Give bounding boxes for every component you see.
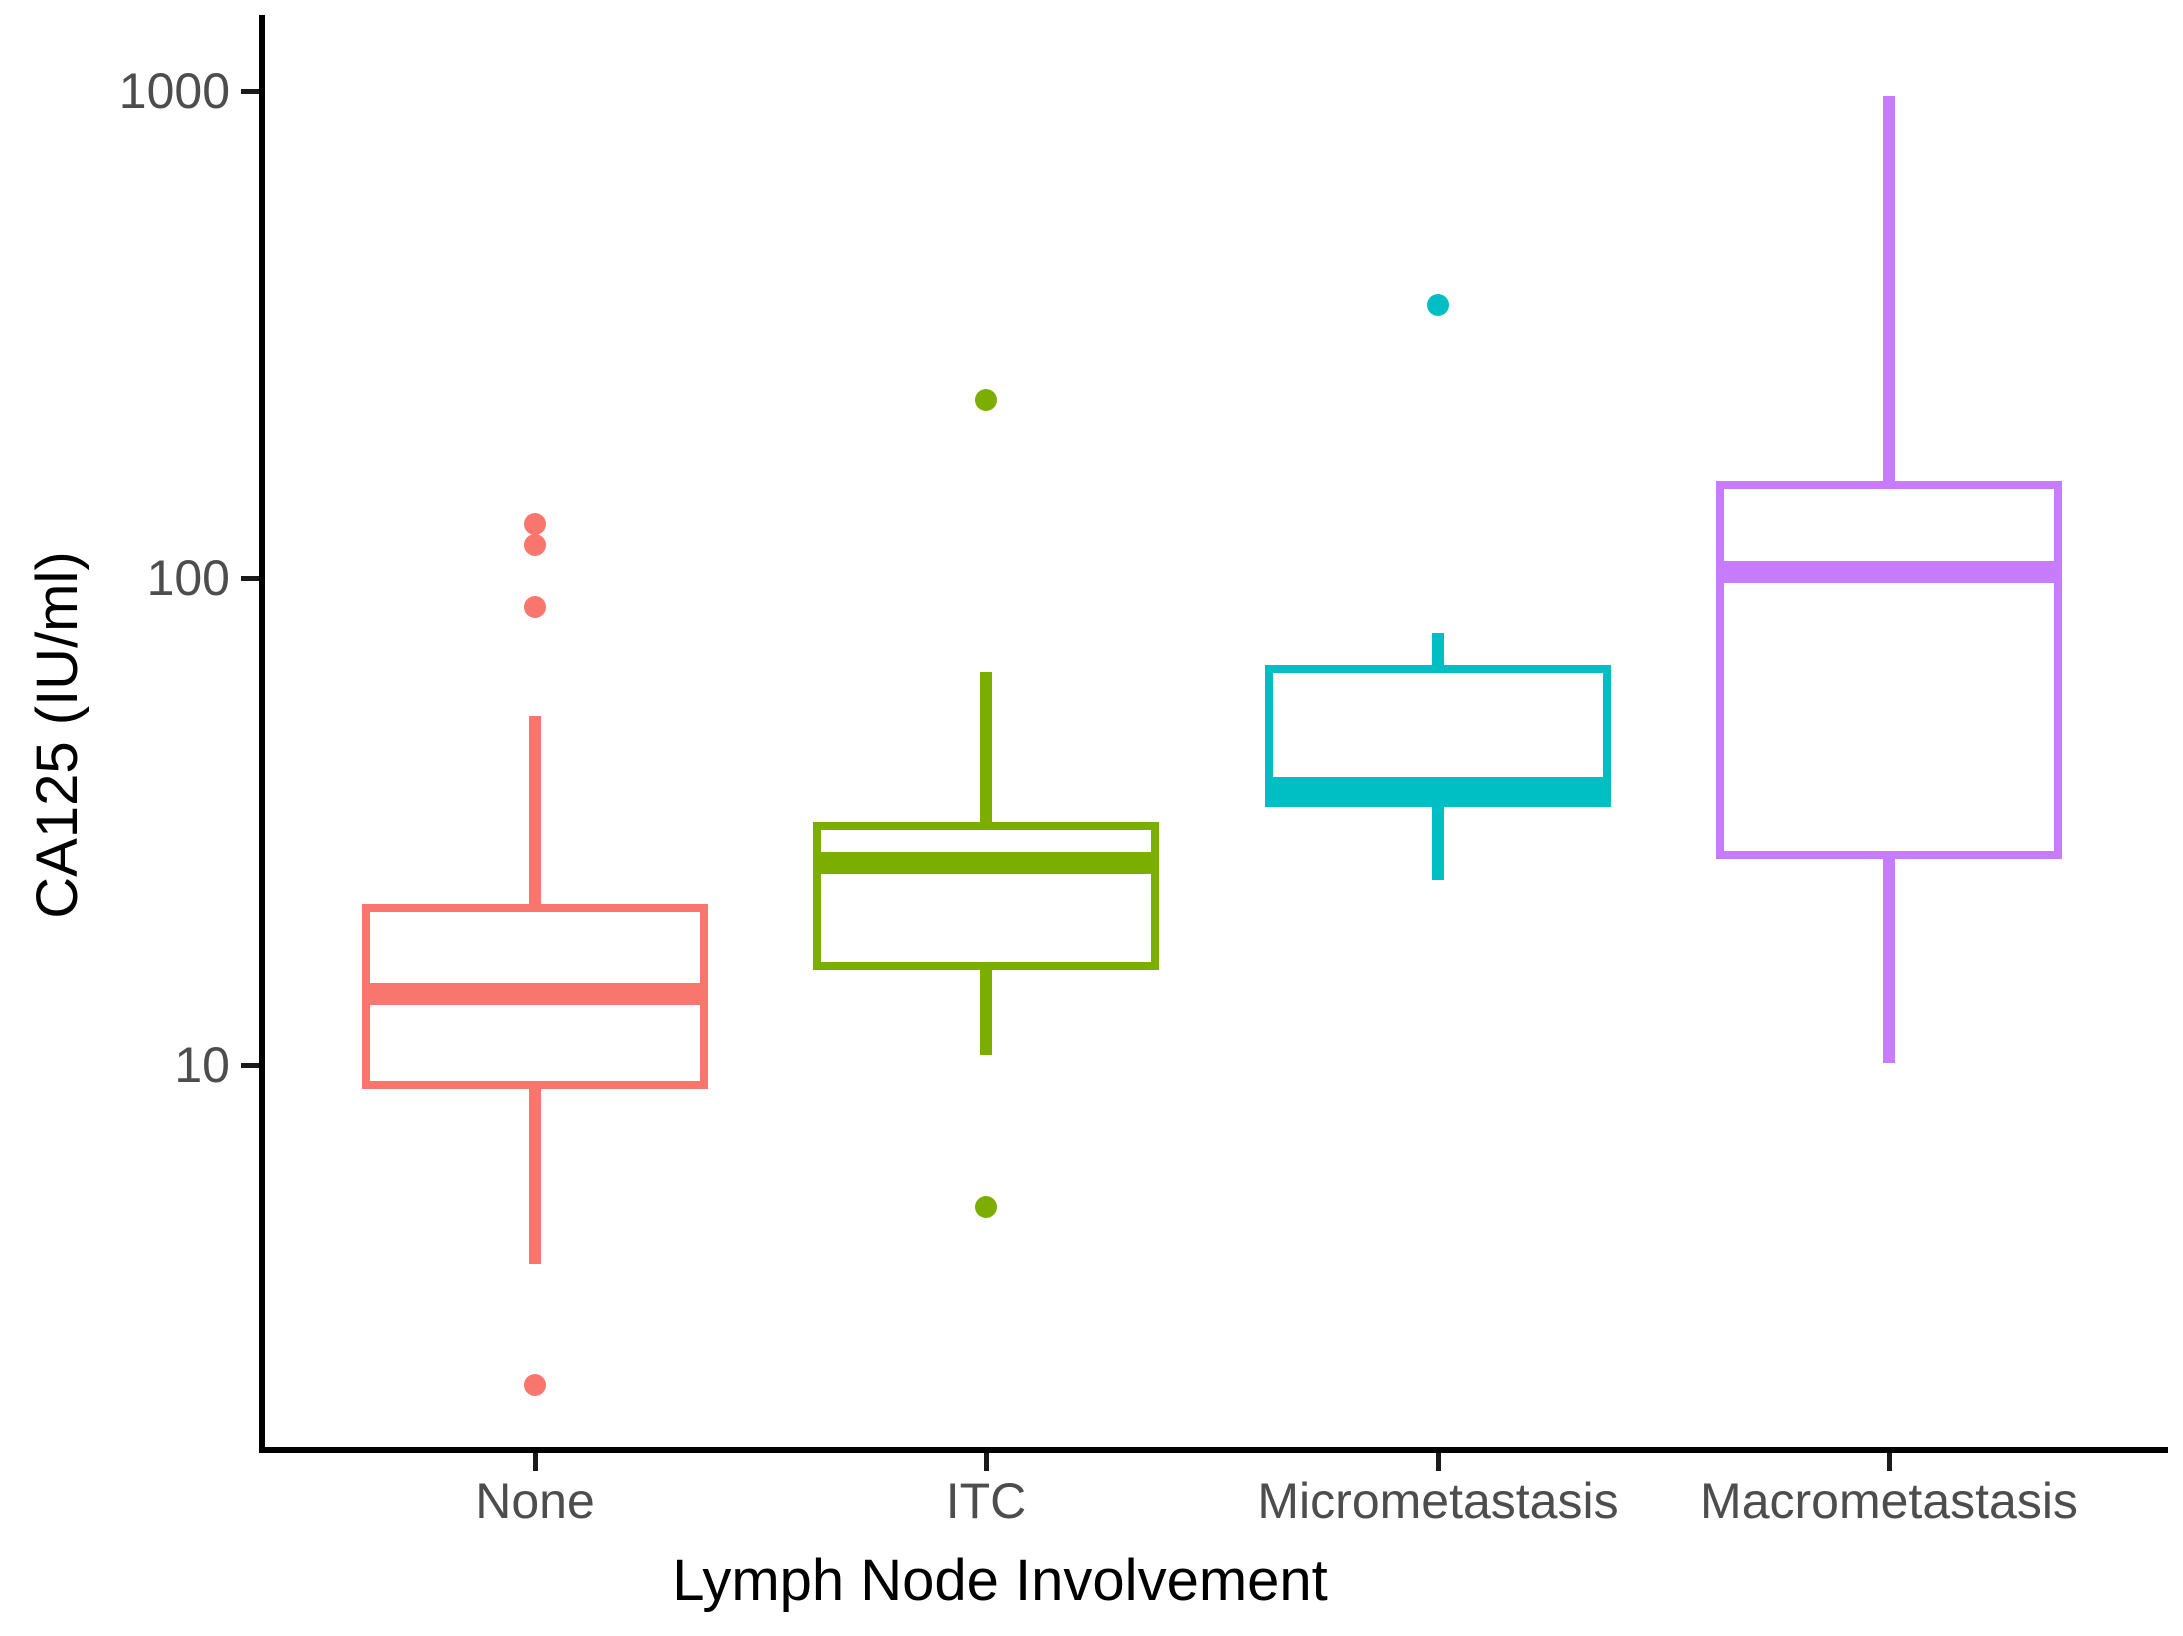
upper-whisker-none [529, 716, 541, 909]
box-macrometastasis [1716, 481, 2062, 859]
box-itc [813, 821, 1159, 970]
outlier-dot-none [524, 596, 546, 619]
x-axis-line [259, 1447, 2168, 1453]
outlier-dot-micrometastasis [1427, 293, 1449, 316]
lower-whisker-micrometastasis [1432, 803, 1444, 880]
x-tick-label: Macrometastasis [1700, 1473, 2078, 1529]
y-tick-label: 1000 [118, 63, 230, 119]
y-tick [241, 88, 259, 94]
median-line-micrometastasis [1265, 777, 1611, 800]
x-tick [983, 1453, 989, 1471]
lower-whisker-macrometastasis [1883, 854, 1895, 1063]
x-tick [1435, 1453, 1441, 1471]
upper-whisker-micrometastasis [1432, 633, 1444, 670]
y-axis-line [259, 15, 265, 1453]
y-tick-label: 10 [174, 1037, 230, 1093]
x-axis-title: Lymph Node Involvement [672, 1548, 1328, 1613]
x-tick [1886, 1453, 1892, 1471]
y-axis-title: CA125 (IU/ml) [25, 551, 90, 919]
median-line-none [362, 982, 708, 1005]
x-tick [532, 1453, 538, 1471]
x-tick-label: ITC [945, 1473, 1027, 1529]
upper-whisker-itc [980, 672, 992, 826]
y-tick [241, 575, 259, 581]
y-tick [241, 1062, 259, 1068]
x-tick-label: None [475, 1473, 595, 1529]
lower-whisker-none [529, 1084, 541, 1265]
upper-whisker-macrometastasis [1883, 96, 1895, 486]
lower-whisker-itc [980, 965, 992, 1055]
median-line-macrometastasis [1716, 560, 2062, 583]
outlier-dot-itc [975, 1196, 997, 1219]
outlier-dot-none [524, 513, 546, 536]
y-tick-label: 100 [146, 550, 230, 606]
outlier-dot-itc [975, 389, 997, 411]
outlier-dot-none [524, 533, 546, 556]
outlier-dot-none [524, 1374, 546, 1397]
median-line-itc [813, 851, 1159, 874]
x-tick-label: Micrometastasis [1257, 1473, 1619, 1529]
